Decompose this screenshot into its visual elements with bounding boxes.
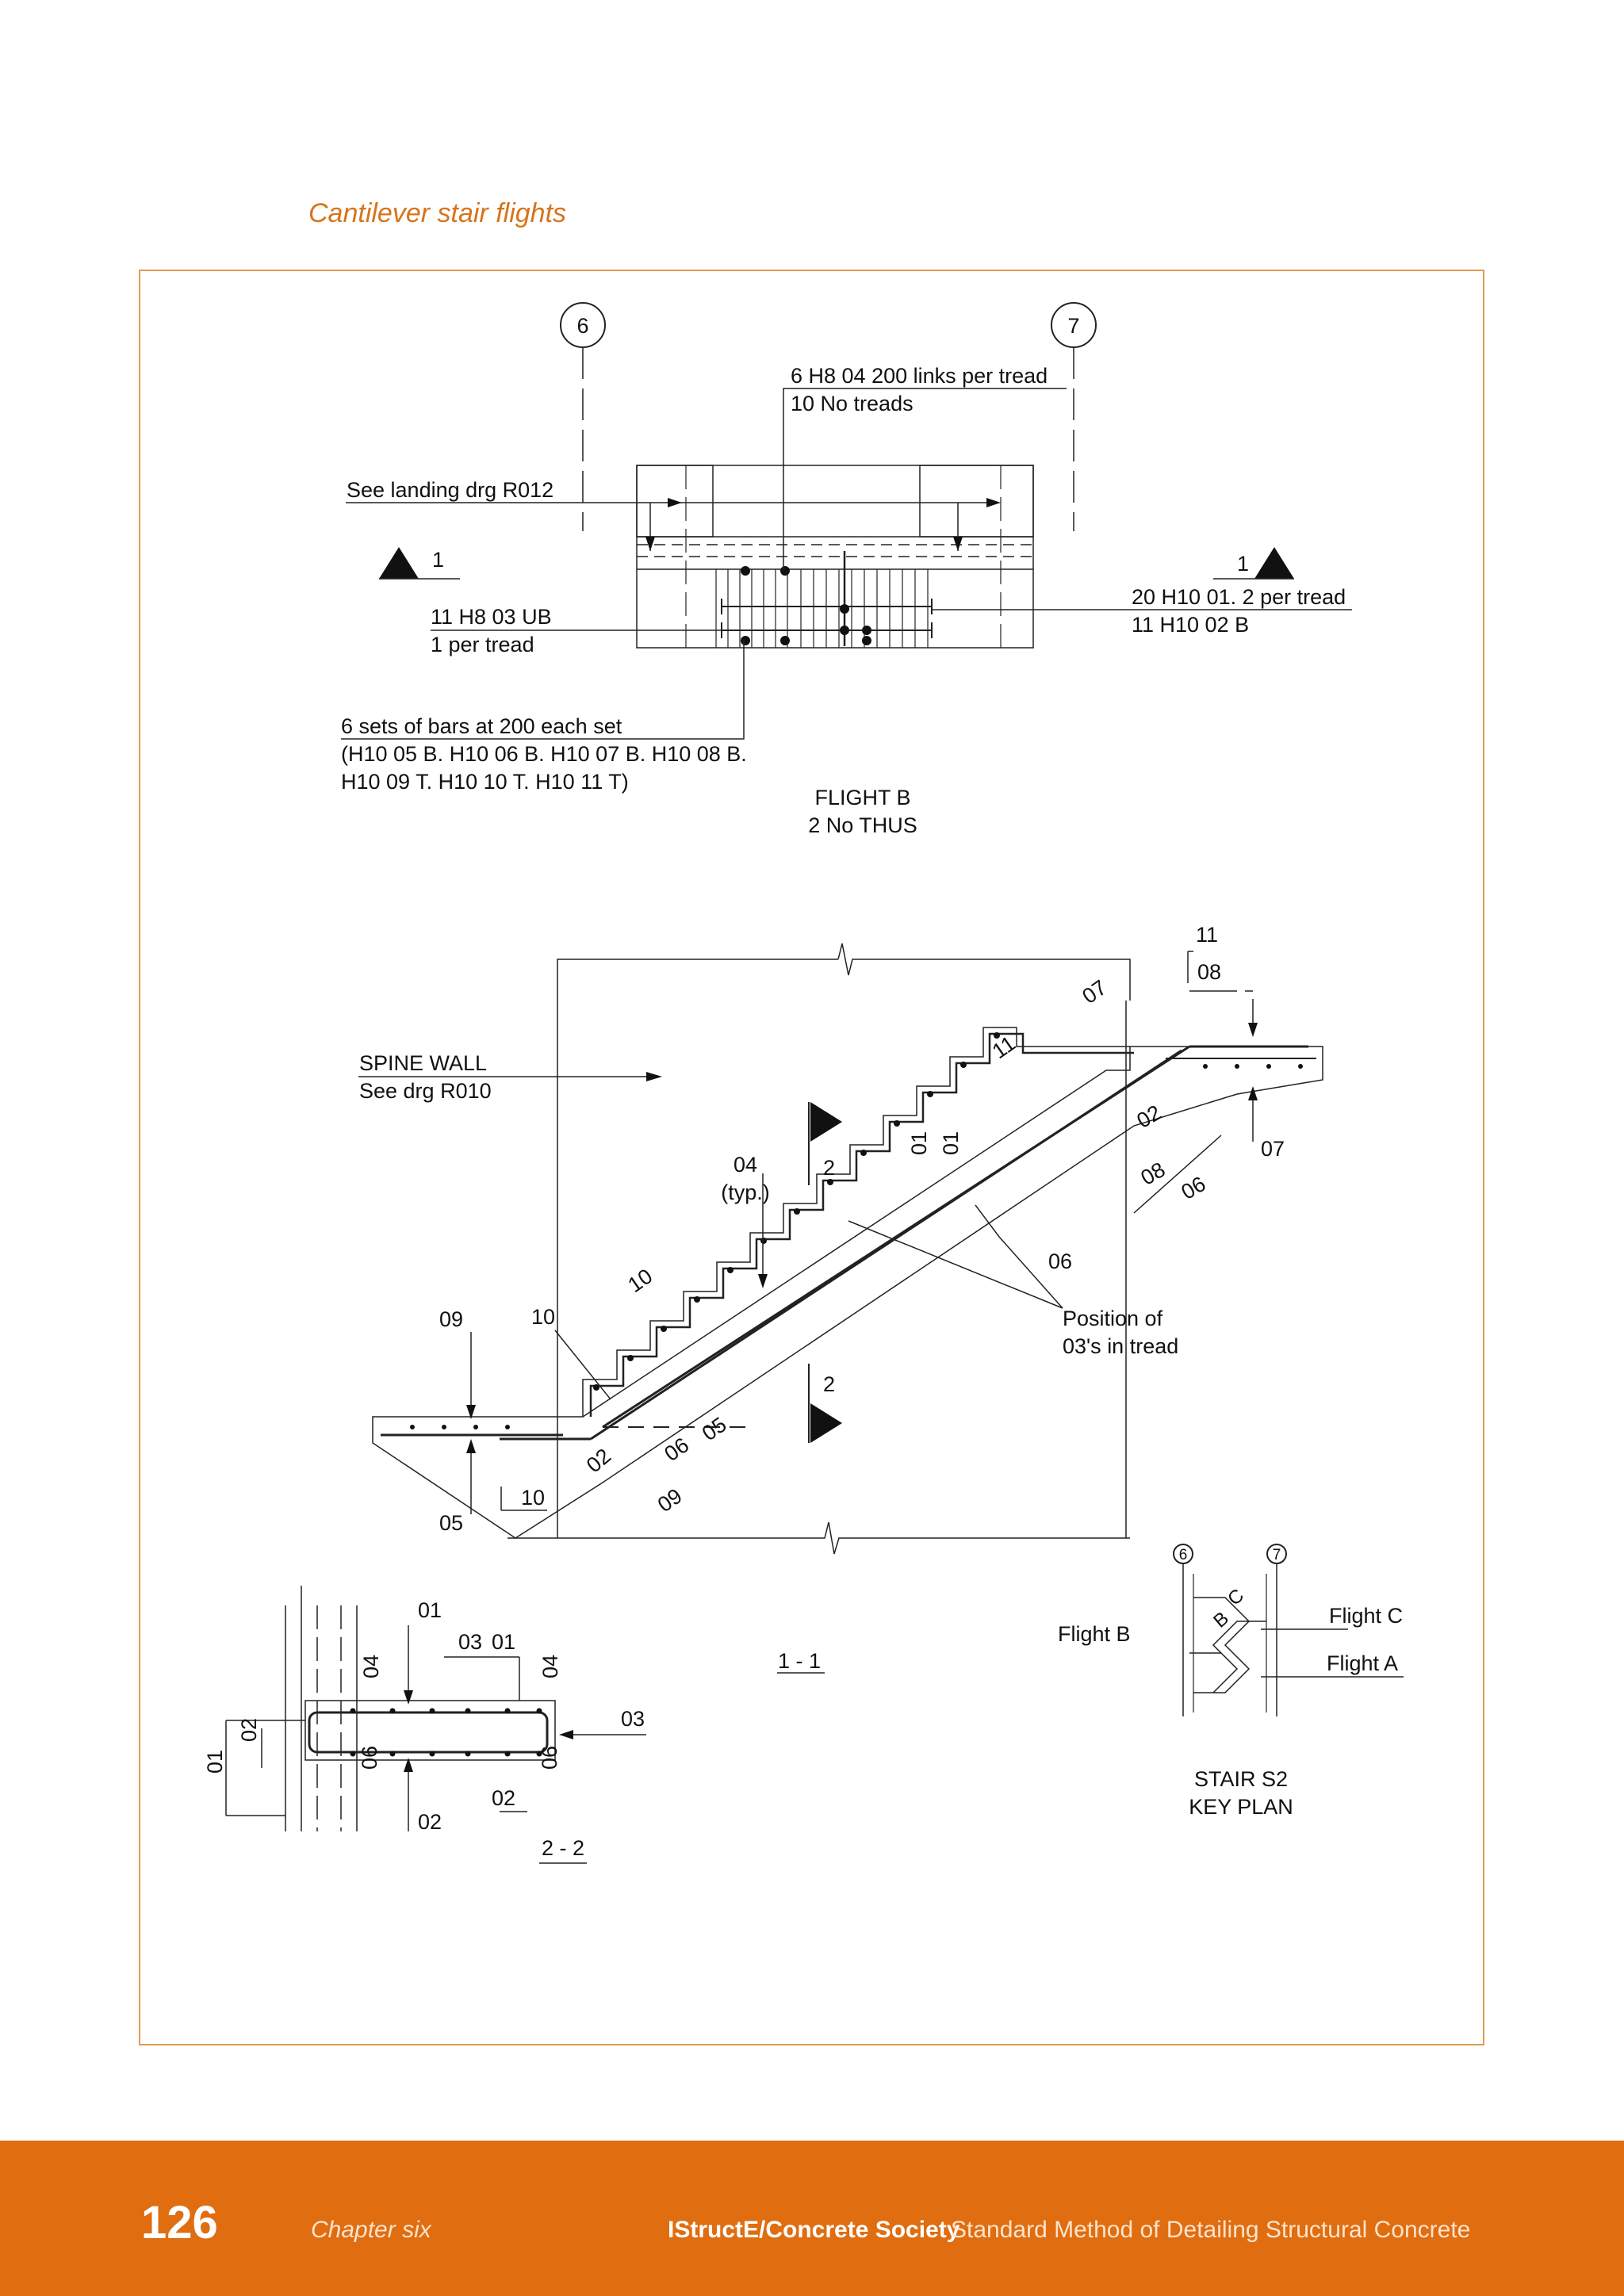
- key-flight-c: Flight C: [1329, 1604, 1403, 1628]
- sets-note-line1: 6 sets of bars at 200 each set: [341, 714, 622, 738]
- key-flight-b: Flight B: [1058, 1622, 1131, 1646]
- grid-label-7: 7: [1067, 314, 1079, 338]
- s22-mark-06-right: 06: [538, 1746, 561, 1770]
- bar-mark-10-left: 10: [531, 1305, 555, 1329]
- grid-label-6: 6: [576, 314, 588, 338]
- bar-mark-06-bottom: 06: [660, 1433, 693, 1466]
- bar-mark-09-left: 09: [439, 1307, 463, 1331]
- typ-label-line1: 04: [733, 1153, 757, 1177]
- s22-mark-06-left: 06: [358, 1746, 381, 1770]
- bar-mark-07-right: 07: [1261, 1137, 1285, 1161]
- bar-mark-09-bottom: 09: [653, 1484, 687, 1517]
- spine-wall-line2: See drg R010: [359, 1079, 492, 1103]
- s22-mark-01-top: 01: [418, 1598, 442, 1622]
- bar-mark-05-bottom: 05: [439, 1511, 463, 1535]
- sets-note-line2: (H10 05 B. H10 06 B. H10 07 B. H10 08 B.: [341, 742, 747, 766]
- bar-mark-02-right: 02: [1133, 1100, 1166, 1133]
- key-grid-label-6: 6: [1179, 1547, 1188, 1563]
- bar-mark-02-bottom: 02: [582, 1444, 615, 1477]
- h10-note-line1: 20 H10 01. 2 per tread: [1132, 585, 1346, 609]
- s22-mark-02-right: 02: [492, 1786, 515, 1810]
- landing-note: See landing drg R012: [347, 478, 553, 502]
- s22-mark-04-right: 04: [538, 1655, 562, 1678]
- links-note-line2: 10 No treads: [791, 392, 914, 415]
- key-plan-title-line1: STAIR S2: [1194, 1767, 1288, 1791]
- bar-mark-10-bottom: 10: [521, 1486, 545, 1510]
- h10-note-line2: 11 H10 02 B: [1132, 613, 1249, 637]
- spine-wall-line1: SPINE WALL: [359, 1051, 487, 1075]
- key-grid-label-7: 7: [1273, 1547, 1281, 1563]
- section-1-arrow-right: [1254, 547, 1294, 579]
- ub-note-line2: 1 per tread: [431, 633, 534, 656]
- bar-mark-08-right: 08: [1137, 1158, 1170, 1190]
- s22-mark-02-bottom: 02: [418, 1810, 442, 1834]
- bar-mark-01-b: 01: [939, 1131, 963, 1155]
- footer-bar: [0, 2141, 1624, 2296]
- s22-mark-03: 03: [458, 1630, 482, 1654]
- bar-mark-08-top: 08: [1197, 960, 1221, 984]
- section-mark-right: 1: [1237, 552, 1249, 576]
- document-title: Standard Method of Detailing Structural …: [951, 2217, 1471, 2243]
- bar-mark-11-mid: 11: [988, 1031, 1020, 1064]
- key-flight-a: Flight A: [1327, 1651, 1398, 1675]
- section-1-1-title: 1 - 1: [778, 1649, 821, 1673]
- bar-mark-07-top: 07: [1078, 975, 1111, 1008]
- sets-note-line3: H10 09 T. H10 10 T. H10 11 T): [341, 770, 629, 794]
- section-title: Cantilever stair flights: [308, 198, 567, 228]
- key-letter-c: C: [1224, 1585, 1248, 1610]
- bar-mark-06-mid: 06: [1048, 1249, 1072, 1273]
- bar-mark-05-mid: 05: [698, 1413, 731, 1446]
- section-2-mark-lower: 2: [823, 1372, 835, 1396]
- section-2-flag-lower: [810, 1403, 842, 1443]
- bar-mark-06-right: 06: [1178, 1172, 1210, 1204]
- section-2-flag-upper: [810, 1102, 842, 1142]
- section-2-2-view: [225, 1586, 646, 1864]
- flight-title-line1: FLIGHT B: [814, 786, 910, 809]
- section-2-mark-upper: 2: [823, 1156, 835, 1180]
- position-note-line2: 03's in tread: [1063, 1334, 1178, 1358]
- s22-mark-02-left: 02: [237, 1718, 261, 1742]
- publisher-label: IStructE/Concrete Society: [668, 2217, 960, 2243]
- chapter-label: Chapter six: [311, 2217, 431, 2243]
- section-2-2-title: 2 - 2: [542, 1836, 584, 1860]
- flight-plan-view: [341, 302, 1352, 740]
- drawing-frame: [139, 270, 1484, 2045]
- s22-mark-01-b: 01: [492, 1630, 515, 1654]
- section-1-1-view: [358, 943, 1323, 1674]
- page-number: 126: [141, 2197, 218, 2248]
- section-1-arrow-left: [379, 547, 419, 579]
- s22-mark-03-right: 03: [621, 1707, 645, 1731]
- flight-title-line2: 2 No THUS: [808, 813, 917, 837]
- s22-mark-01-left: 01: [203, 1750, 227, 1774]
- section-mark-left: 1: [432, 548, 444, 572]
- ub-note-line1: 11 H8 03 UB: [431, 605, 552, 629]
- bar-mark-11-top: 11: [1196, 923, 1218, 947]
- key-plan-title-line2: KEY PLAN: [1189, 1795, 1293, 1819]
- s22-mark-04-left: 04: [359, 1655, 383, 1678]
- key-plan-view: [1173, 1544, 1404, 1716]
- links-note-line1: 6 H8 04 200 links per tread: [791, 364, 1048, 388]
- bar-mark-01-a: 01: [907, 1131, 931, 1155]
- bar-mark-10-upper: 10: [623, 1264, 657, 1297]
- typ-label-line2: (typ.): [721, 1181, 770, 1204]
- position-note-line1: Position of: [1063, 1307, 1163, 1330]
